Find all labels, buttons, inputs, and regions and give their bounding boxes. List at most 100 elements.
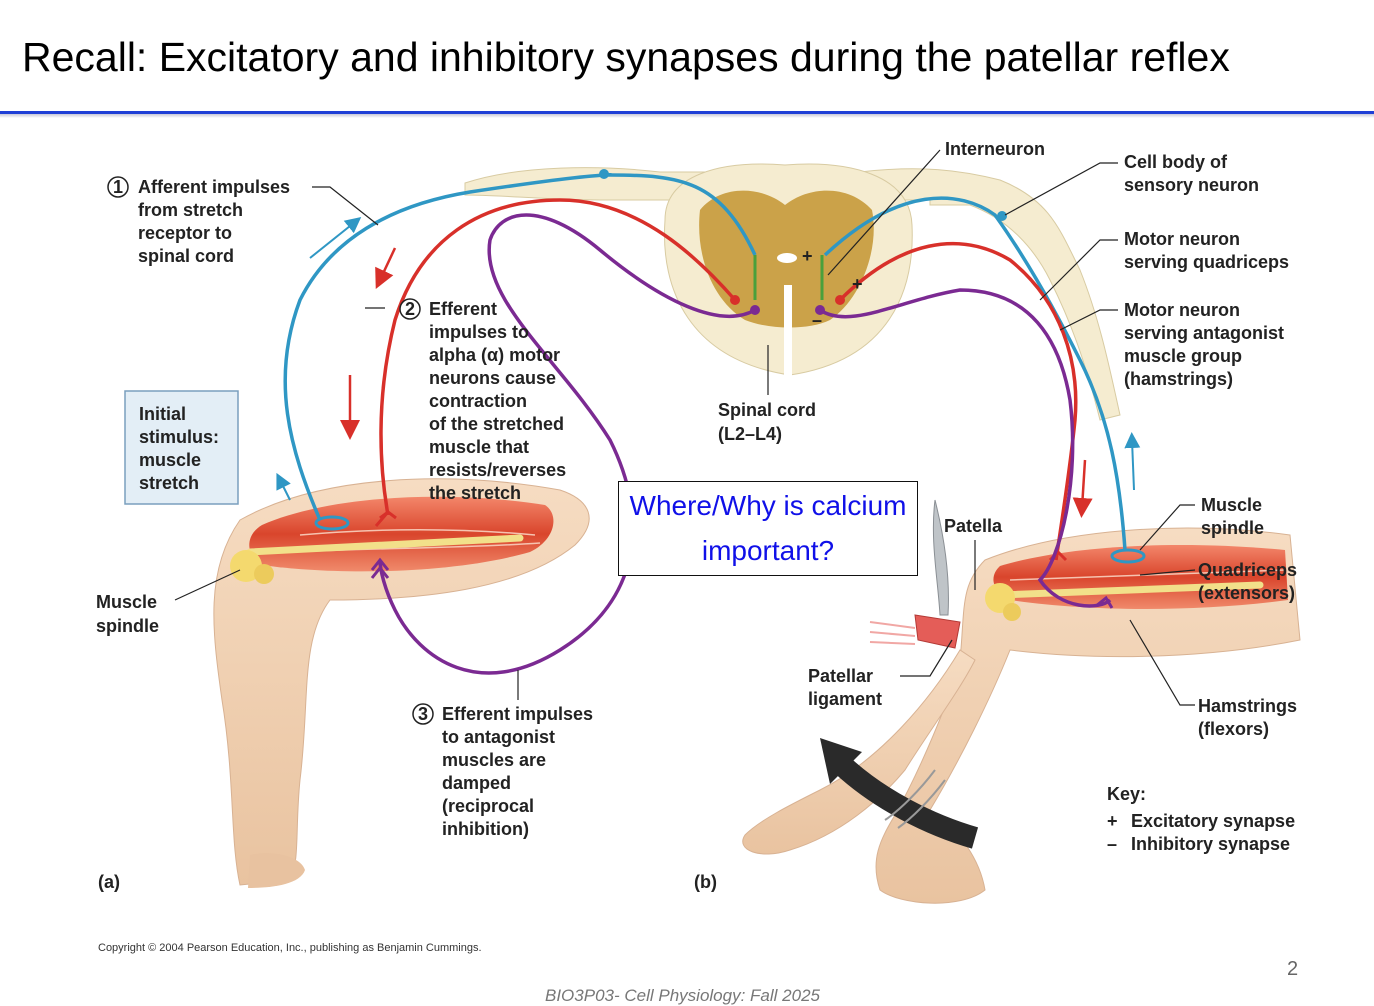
muscle-spindle-left-line-2: spindle: [96, 616, 159, 636]
kick-arrow-icon: [834, 756, 979, 849]
step-2-line-7: muscle that: [429, 437, 529, 457]
calcium-question-text: Where/Why is calcium important?: [629, 489, 907, 566]
patellar-ligament-line-2: ligament: [808, 689, 882, 709]
interneuron-label: Interneuron: [945, 139, 1045, 159]
slide-title: Recall: Excitatory and inhibitory synaps…: [22, 34, 1230, 80]
antagonist-neuron-body-right-icon: [815, 305, 825, 315]
muscle-spindle-right-line-2: spindle: [1201, 518, 1264, 538]
motor-antagonist-line-3: muscle group: [1124, 346, 1242, 366]
step-2-line-5: contraction: [429, 391, 527, 411]
step-3-line-5: (reciprocal: [442, 796, 534, 816]
spinal-cord-line-1: Spinal cord: [718, 400, 816, 420]
efferent-motor-fiber-right: [838, 241, 1078, 561]
reflex-hammer-icon: [869, 499, 961, 649]
calcium-question-callout: Where/Why is calcium important?: [618, 481, 918, 576]
initial-stimulus-box: [124, 390, 239, 505]
step-2-line-3: alpha (α) motor: [429, 345, 560, 365]
page-number: 2: [1287, 958, 1299, 980]
step-3-line-1: Efferent impulses: [442, 704, 593, 724]
neuromuscular-junction-left-icon: [374, 510, 397, 527]
stimulus-line-2: stimulus:: [139, 427, 219, 447]
key-excitatory-label: Excitatory synapse: [1131, 811, 1295, 831]
afferent-arrow-lower-icon: [276, 472, 291, 501]
antagonist-neuron-body-left-icon: [750, 305, 760, 315]
step-3-line-3: muscles are: [442, 750, 546, 770]
efferent-motor-fiber-left: [379, 198, 737, 516]
step-2-line-8: resists/reverses: [429, 460, 566, 480]
efferent-arrow-1-icon: [375, 247, 397, 290]
inhibitory-junction-left-icon: [370, 557, 390, 579]
quadriceps-line-1: Quadriceps: [1198, 560, 1297, 580]
course-footer: BIO3P03- Cell Physiology: Fall 2025: [545, 986, 820, 1005]
step-3-line-2: to antagonist: [442, 727, 555, 747]
muscle-spindle-left-line-1: Muscle: [96, 592, 157, 612]
inhibitory-junction-right-icon: [1095, 595, 1114, 609]
motor-neuron-body-left-icon: [730, 295, 740, 305]
step-3-line-4: damped: [442, 773, 511, 793]
motor-antagonist-line-4: (hamstrings): [1124, 369, 1233, 389]
step-1-line-3: receptor to: [138, 223, 232, 243]
cell-body-line-2: sensory neuron: [1124, 175, 1259, 195]
inhibited-motor-fiber-left: [378, 213, 756, 675]
key-inhibitory-label: Inhibitory synapse: [1131, 834, 1290, 854]
left-femur-bone: [230, 534, 524, 584]
title-underline: [0, 111, 1374, 114]
cell-body-line-1: Cell body of: [1124, 152, 1228, 172]
panel-a-label: (a): [98, 872, 120, 892]
motor-antagonist-line-2: serving antagonist: [1124, 323, 1284, 343]
key-plus-symbol: +: [1107, 811, 1118, 831]
inhibited-motor-fiber-right: [819, 288, 1112, 608]
step-3-number: 3: [418, 704, 428, 724]
step-1-line-1: Afferent impulses: [138, 177, 290, 197]
step-2-label: Efferent impulses to alpha (α) motor neu…: [429, 299, 566, 503]
step-1-number: 1: [113, 177, 123, 197]
motor-quadriceps-line-1: Motor neuron: [1124, 229, 1240, 249]
patella-label: Patella: [944, 516, 1003, 536]
left-muscle-spindle-icon: [314, 515, 350, 531]
stimulus-line-4: stretch: [139, 473, 199, 493]
motor-quadriceps-line-2: serving quadriceps: [1124, 252, 1289, 272]
motor-neuron-body-right-icon: [835, 295, 845, 305]
motion-lines-icon: [884, 769, 946, 829]
synapse-minus: –: [812, 310, 822, 330]
right-femur-bone: [985, 581, 1264, 621]
leader-lines: [174, 149, 1196, 706]
title-underline-shadow: [0, 114, 1374, 118]
step-1-badge: [107, 176, 129, 198]
step-1-line-4: spinal cord: [138, 246, 234, 266]
efferent-arrow-right-icon: [1072, 459, 1093, 518]
step-2-badge: [399, 298, 421, 320]
spinal-cord-illustration: [464, 163, 1121, 421]
spinal-cord-line-2: (L2–L4): [718, 424, 782, 444]
panel-b-label: (b): [694, 872, 717, 892]
afferent-fiber-left: [283, 173, 757, 521]
step-2-number: 2: [405, 299, 415, 319]
step-3-label: Efferent impulses to antagonist muscles …: [442, 704, 593, 839]
motor-antagonist-line-1: Motor neuron: [1124, 300, 1240, 320]
hamstrings-line-2: (flexors): [1198, 719, 1269, 739]
hamstrings-line-1: Hamstrings: [1198, 696, 1297, 716]
step-2-line-1: Efferent: [429, 299, 497, 319]
afferent-arrow-up-icon: [309, 217, 362, 259]
step-3-badge: [412, 703, 434, 725]
step-2-line-6: of the stretched: [429, 414, 564, 434]
key-title: Key:: [1107, 784, 1146, 804]
key-minus-symbol: –: [1107, 834, 1117, 854]
sensory-cell-body-right-icon: [997, 211, 1007, 221]
quadriceps-line-2: (extensors): [1198, 583, 1295, 603]
stimulus-line-1: Initial: [139, 404, 186, 424]
stimulus-line-3: muscle: [139, 450, 201, 470]
synapse-plus-1: +: [802, 246, 813, 266]
patellar-ligament-line-1: Patellar: [808, 666, 873, 686]
step-1-line-2: from stretch: [138, 200, 243, 220]
step-1-label: Afferent impulses from stretch receptor …: [138, 177, 290, 266]
afferent-arrow-right-icon: [1124, 432, 1141, 491]
step-3-line-6: inhibition): [442, 819, 529, 839]
afferent-fiber-right: [823, 196, 1127, 551]
step-2-line-9: the stretch: [429, 483, 521, 503]
step-2-line-4: neurons cause: [429, 368, 556, 388]
muscle-spindle-right-line-1: Muscle: [1201, 495, 1262, 515]
copyright-text: Copyright © 2004 Pearson Education, Inc.…: [98, 942, 482, 954]
sensory-cell-body-left-icon: [599, 169, 609, 179]
